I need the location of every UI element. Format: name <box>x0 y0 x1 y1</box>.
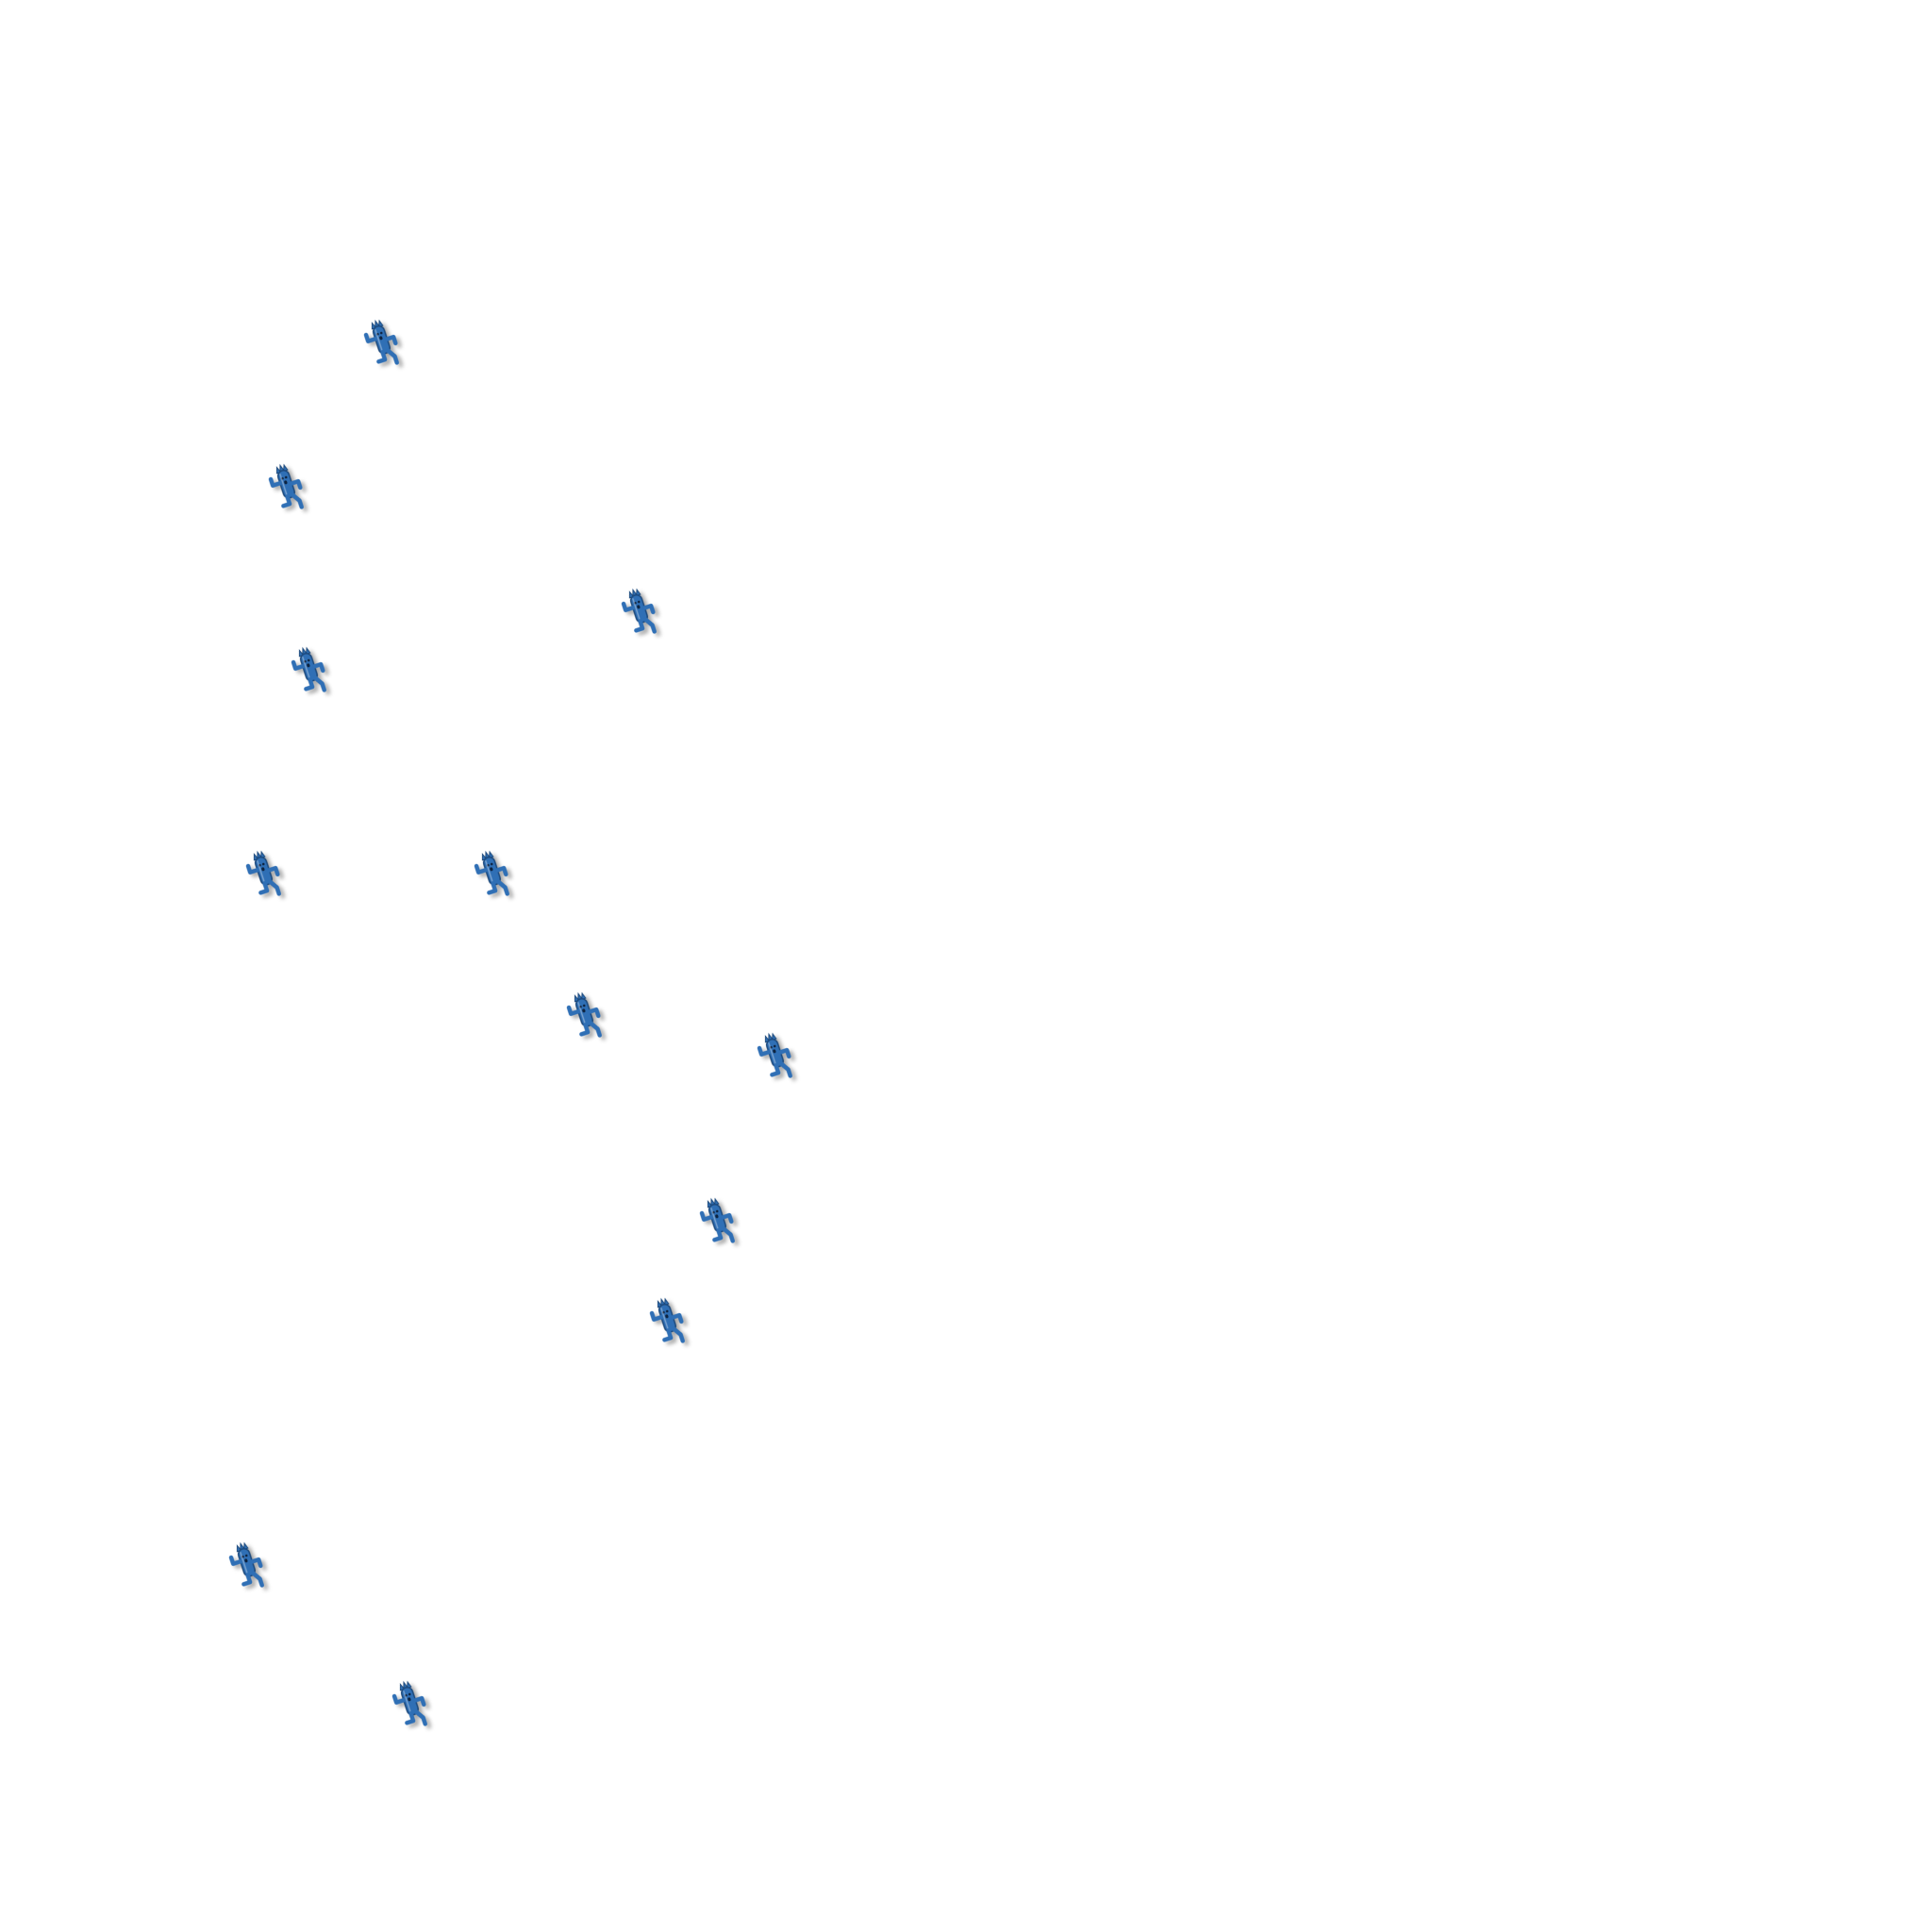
cactuar-figure-icon <box>236 843 293 907</box>
cactuar-figure-icon <box>690 1191 747 1254</box>
cactuar-figure-icon <box>382 1674 440 1737</box>
cactuar-figure-icon <box>557 985 614 1048</box>
cactuar-figure-icon <box>219 1535 276 1598</box>
cactuar-figure-icon <box>258 457 316 520</box>
cactuar-figure-icon <box>611 581 669 644</box>
cactuar-figure-icon <box>747 1025 805 1089</box>
cactuar-figure-icon <box>281 640 339 703</box>
cactuar-figure-icon <box>354 312 411 375</box>
cactuar-figure-icon <box>464 843 522 907</box>
cactuar-figure-icon <box>640 1291 697 1354</box>
